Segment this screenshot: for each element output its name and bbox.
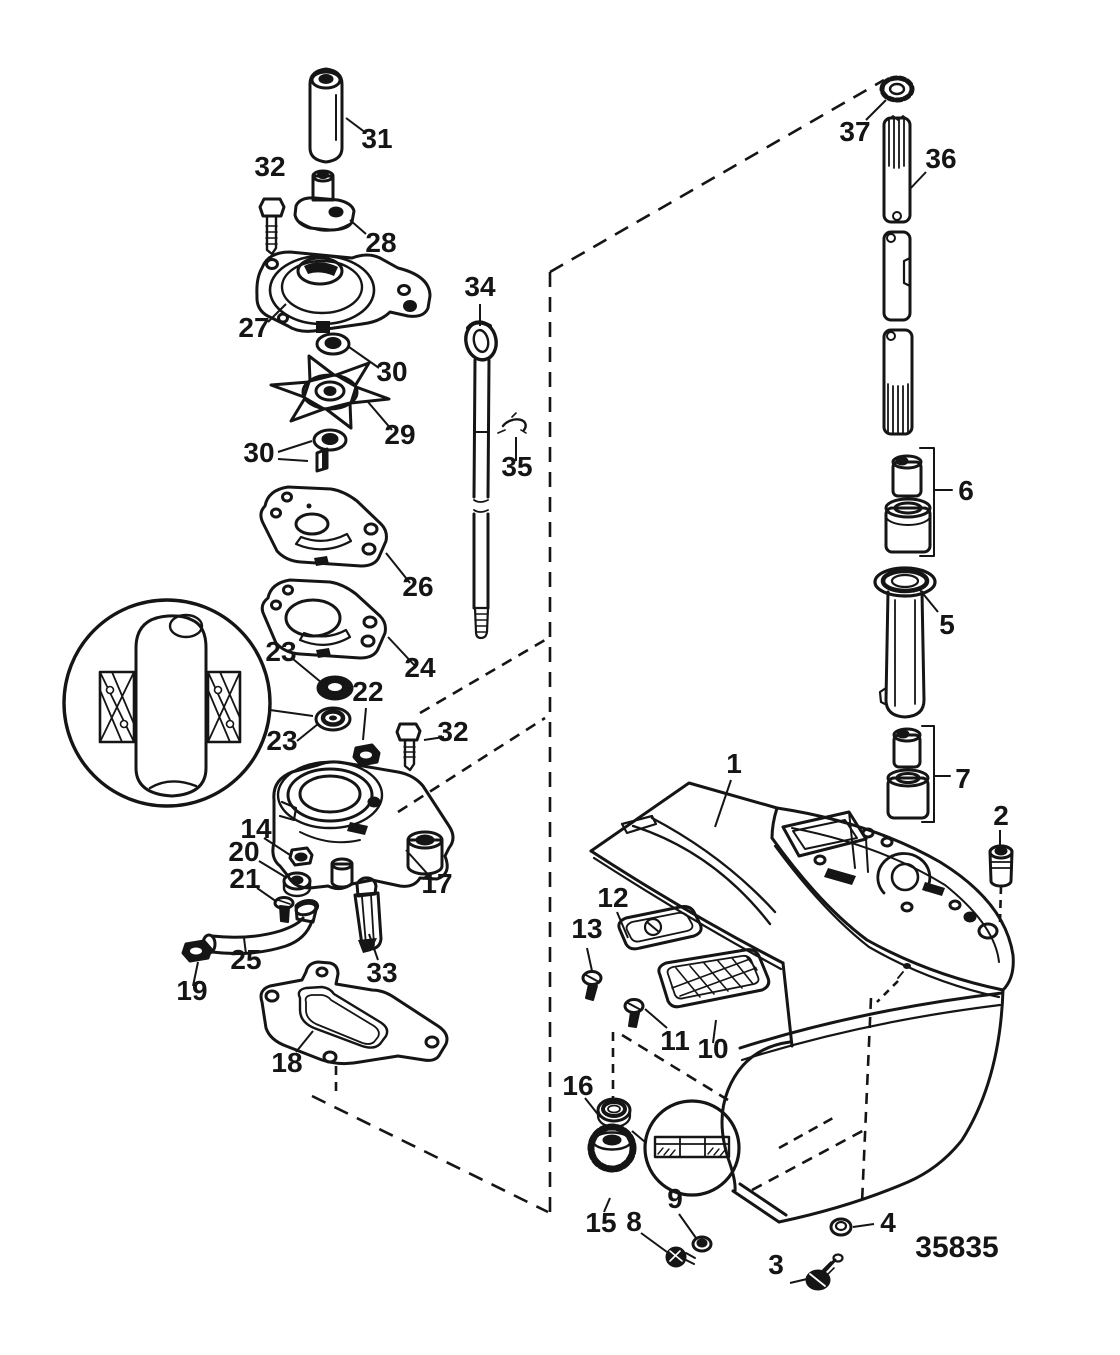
detail-circle-bearing-section bbox=[62, 598, 272, 808]
part-19-nut bbox=[181, 939, 213, 963]
callout-22: 22 bbox=[352, 676, 383, 707]
callout-5: 5 bbox=[939, 609, 955, 640]
part-33-guide-block bbox=[353, 876, 383, 953]
callout-31: 31 bbox=[361, 123, 392, 154]
callout-21: 21 bbox=[229, 863, 260, 894]
part-28-housing-insert bbox=[293, 169, 356, 232]
callout-17: 17 bbox=[421, 868, 452, 899]
part-29-impeller bbox=[269, 354, 391, 430]
callout-28: 28 bbox=[365, 227, 396, 258]
drawing-number: 35835 bbox=[915, 1231, 998, 1264]
callout-33: 33 bbox=[366, 957, 397, 988]
part-24-gasket-upper bbox=[260, 578, 387, 660]
part-32-bolt-lower bbox=[395, 722, 422, 772]
callout-30-lower: 30 bbox=[243, 437, 274, 468]
callout-4: 4 bbox=[880, 1207, 896, 1238]
part-23-oil-seal-lower bbox=[314, 706, 352, 732]
part-11-screw bbox=[623, 998, 645, 1028]
part-13-screw bbox=[581, 970, 603, 1001]
part-20-spacer bbox=[282, 871, 312, 898]
part-5-driveshaft-sleeve bbox=[873, 566, 937, 719]
callout-15: 15 bbox=[585, 1207, 616, 1238]
part-14-nut bbox=[288, 846, 314, 867]
part-34-shift-shaft bbox=[464, 320, 498, 640]
callout-18: 18 bbox=[271, 1047, 302, 1078]
part-2-plug bbox=[988, 844, 1014, 888]
callout-1: 1 bbox=[726, 748, 742, 779]
detail-circle-carrier-key bbox=[643, 1099, 741, 1197]
callout-36: 36 bbox=[925, 143, 956, 174]
part-17-pump-base bbox=[271, 760, 455, 891]
callout-9: 9 bbox=[667, 1183, 683, 1214]
callout-6: 6 bbox=[958, 475, 974, 506]
part-6-bushing-set bbox=[884, 447, 953, 557]
callout-13: 13 bbox=[571, 913, 602, 944]
leader-lines bbox=[192, 99, 1001, 1284]
part-23-oil-seal-upper bbox=[316, 675, 354, 701]
callout-14: 14 bbox=[240, 813, 272, 844]
callout-7: 7 bbox=[955, 763, 971, 794]
callout-16: 16 bbox=[562, 1070, 593, 1101]
callout-2: 2 bbox=[993, 800, 1009, 831]
part-12-cover-plate bbox=[617, 905, 703, 951]
callout-34: 34 bbox=[464, 271, 496, 302]
callout-10: 10 bbox=[697, 1033, 728, 1064]
part-32-bolt-upper bbox=[258, 197, 286, 256]
callout-25: 25 bbox=[230, 944, 261, 975]
callout-8: 8 bbox=[626, 1206, 642, 1237]
part-15-pinion-gear bbox=[587, 1123, 637, 1173]
part-25-water-tube-pickup bbox=[201, 899, 320, 956]
callout-26: 26 bbox=[402, 571, 433, 602]
part-1-gear-housing bbox=[589, 781, 1015, 1224]
part-18-gasket-lower bbox=[259, 960, 449, 1066]
callout-11: 11 bbox=[660, 1025, 690, 1056]
part-22-nut bbox=[352, 743, 381, 767]
part-16-seal bbox=[596, 1097, 632, 1129]
callout-29: 29 bbox=[384, 419, 415, 450]
callout-20: 20 bbox=[228, 836, 259, 867]
part-9-thrust-ring bbox=[691, 1235, 713, 1253]
callout-24: 24 bbox=[404, 652, 436, 683]
part-4-washer bbox=[829, 1217, 853, 1237]
part-10-water-inlet-screen bbox=[657, 948, 771, 1009]
callout-27: 27 bbox=[238, 312, 269, 343]
part-36-driveshaft bbox=[882, 115, 914, 436]
callout-3: 3 bbox=[768, 1249, 784, 1280]
part-30-washer-upper bbox=[315, 332, 351, 356]
part-8-screw bbox=[665, 1246, 696, 1268]
callout-35: 35 bbox=[501, 451, 532, 482]
part-21-screw bbox=[273, 896, 295, 923]
part-7-bushing-set bbox=[886, 725, 951, 823]
callout-30-upper: 30 bbox=[376, 356, 407, 387]
callout-12: 12 bbox=[597, 882, 628, 913]
callout-32-lower: 32 bbox=[437, 716, 468, 747]
part-3-drain-screw bbox=[805, 1253, 844, 1291]
part-27-water-pump-body bbox=[255, 250, 432, 333]
part-35-retainer-clip bbox=[497, 412, 527, 434]
callout-32-upper: 32 bbox=[254, 151, 285, 182]
part-37-seal-ring bbox=[879, 75, 915, 103]
part-31-water-tube bbox=[308, 67, 344, 164]
part-26-wear-plate bbox=[259, 485, 388, 568]
callout-19: 19 bbox=[176, 975, 207, 1006]
callout-23-upper: 23 bbox=[265, 636, 296, 667]
construction-lines bbox=[311, 78, 1003, 1214]
part-30-washer-key-lower bbox=[312, 428, 348, 473]
callout-37: 37 bbox=[839, 116, 870, 147]
callout-23-lower: 23 bbox=[266, 725, 297, 756]
